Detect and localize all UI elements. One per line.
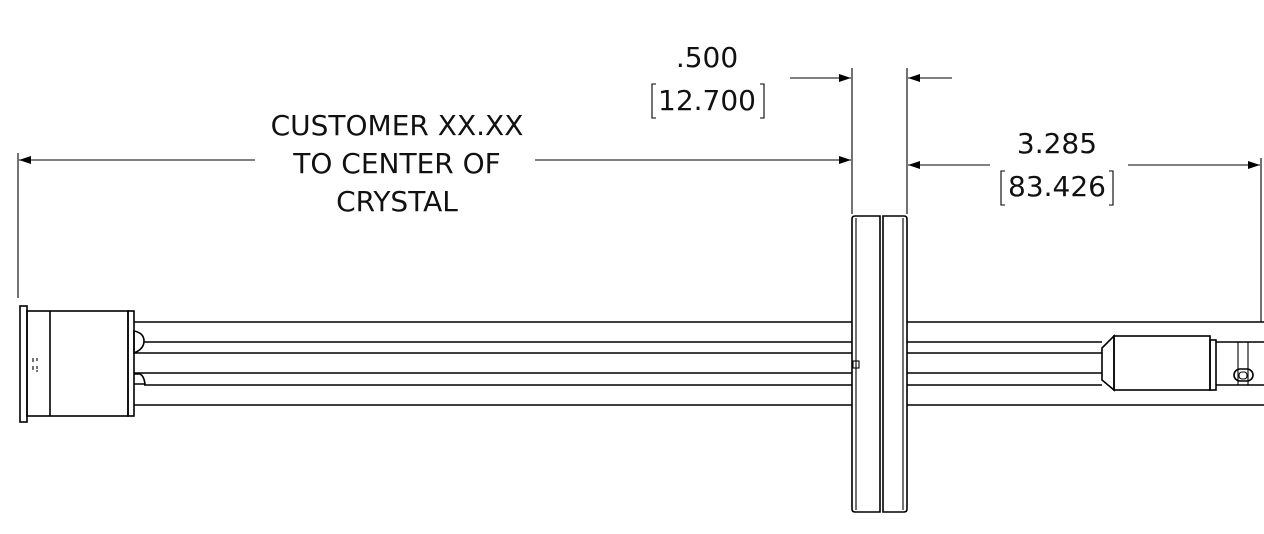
flange-width-inch: .500 <box>676 41 738 74</box>
right-dimension-inch: 3.285 <box>1017 127 1097 160</box>
extension-lines <box>17 68 1262 322</box>
left-dimension-line-2: TO CENTER OF <box>292 147 501 180</box>
right-connector <box>1101 334 1264 392</box>
flange-width-mm: 12.700 <box>658 84 756 117</box>
right-dimension: 3.285 83.426 <box>908 127 1260 206</box>
connector-body <box>19 305 146 423</box>
left-dimension-line-3: CRYSTAL <box>336 185 458 218</box>
left-dimension: CUSTOMER XX.XX TO CENTER OF CRYSTAL <box>19 109 851 218</box>
left-dimension-line-1: CUSTOMER XX.XX <box>271 109 524 142</box>
tube-lines <box>134 321 1264 406</box>
flange <box>851 215 908 513</box>
right-dimension-mm: 83.426 <box>1008 170 1106 203</box>
flange-width-dimension: .500 12.700 <box>651 41 952 119</box>
